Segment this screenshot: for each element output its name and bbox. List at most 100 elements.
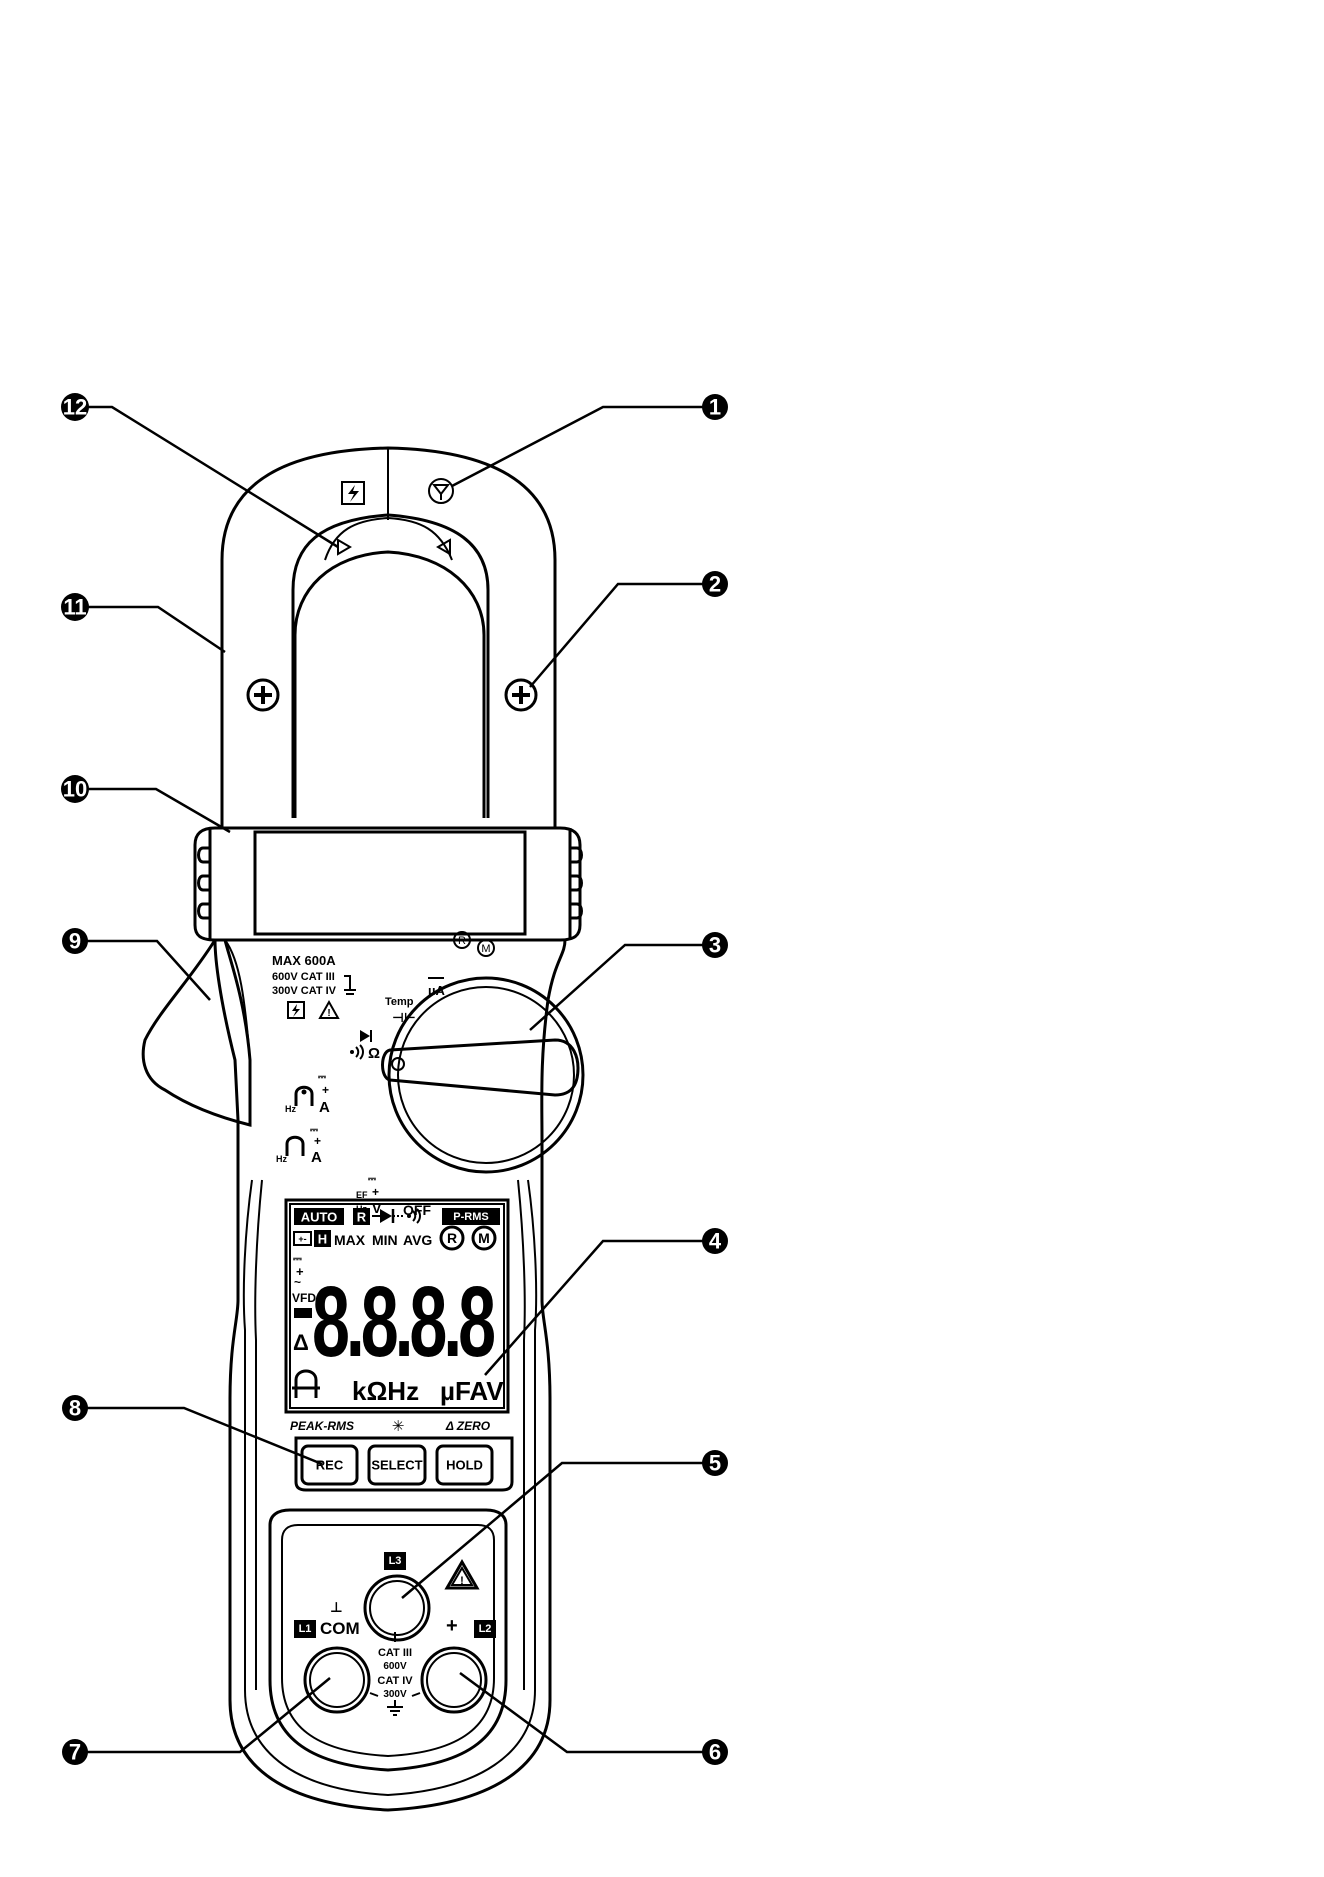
screw-icon <box>248 680 278 710</box>
com-label: COM <box>320 1619 360 1638</box>
callout-11: 11 <box>61 593 89 621</box>
svg-text:+: + <box>372 1185 379 1199</box>
svg-text:6: 6 <box>709 1740 721 1765</box>
cat-line-1: CAT III <box>378 1647 412 1659</box>
svg-text:4: 4 <box>709 1229 722 1254</box>
terminals: L3 ! L1 ⊥ COM + L2 CAT III 600V CAT <box>294 1552 496 1715</box>
dial-temp-label: Temp <box>385 996 414 1008</box>
battery-icon: +- <box>294 1232 311 1245</box>
plus-jack[interactable] <box>422 1648 486 1712</box>
rating-label: MAX 600A 600V CAT III 300V CAT IV ! <box>272 953 356 1019</box>
callout-12: 12 <box>61 393 89 421</box>
cat-line-3: CAT IV <box>377 1675 413 1687</box>
rating-line-3: 300V CAT IV <box>272 985 337 997</box>
lcd-avg: AVG <box>403 1232 432 1248</box>
lcd-digits: 8.8.8.8 <box>312 1266 494 1378</box>
callout-4: 4 <box>702 1228 728 1254</box>
callout-9: 9 <box>62 928 88 954</box>
rec-alt-label: PEAK-RMS <box>290 1419 354 1433</box>
buzzer-icon <box>350 1045 363 1059</box>
dial-a1-label: A <box>319 1099 330 1116</box>
svg-text:1: 1 <box>709 395 721 420</box>
l1-label: L1 <box>299 1623 312 1635</box>
svg-text:R: R <box>458 935 466 947</box>
cat-line-4: 300V <box>383 1689 407 1700</box>
svg-text:+-: +- <box>298 1234 306 1244</box>
callout-8: 8 <box>62 1395 88 1421</box>
plus-label: + <box>446 1615 458 1637</box>
svg-text:5: 5 <box>709 1451 721 1476</box>
rec-button[interactable]: REC <box>302 1446 357 1484</box>
antenna-icon <box>429 479 453 503</box>
backlight-icon: ✳ <box>392 1418 405 1435</box>
svg-text:~: ~ <box>294 1275 301 1289</box>
rating-line-1: MAX 600A <box>272 953 336 968</box>
button-row: PEAK-RMS ✳ Δ ZERO REC SELECT HOLD <box>290 1418 512 1490</box>
lcd-auto: AUTO <box>301 1210 338 1225</box>
rec-button-label: REC <box>316 1458 344 1473</box>
clamp-icon <box>296 1087 312 1106</box>
svg-text:9: 9 <box>69 929 81 954</box>
svg-text:M: M <box>481 943 490 955</box>
svg-text:⎓: ⎓ <box>368 1174 376 1185</box>
l3-jack[interactable] <box>365 1576 429 1640</box>
svg-text:7: 7 <box>69 1740 81 1765</box>
select-button[interactable]: SELECT <box>369 1446 425 1484</box>
l3-label: L3 <box>389 1555 402 1567</box>
svg-text:12: 12 <box>63 395 87 420</box>
lcd-h-icon: H <box>318 1232 327 1247</box>
rating-line-2: 600V CAT III <box>272 971 335 983</box>
svg-text:+: + <box>314 1134 321 1148</box>
svg-text:!: ! <box>460 1575 464 1587</box>
callout-2: 2 <box>702 571 728 597</box>
l2-label: L2 <box>479 1623 492 1635</box>
lcd-minus-sign <box>294 1308 312 1318</box>
hold-button[interactable]: HOLD <box>437 1446 492 1484</box>
jaw-mark-right <box>438 540 450 554</box>
callout-5: 5 <box>702 1450 728 1476</box>
callout-6: 6 <box>702 1739 728 1765</box>
diode-icon <box>360 1030 371 1042</box>
ground-icon <box>387 1700 403 1715</box>
clamp-icon <box>287 1137 303 1156</box>
com-jack[interactable] <box>305 1648 369 1712</box>
select-button-label: SELECT <box>371 1458 422 1473</box>
lcd-units-right: µFAV <box>440 1376 504 1406</box>
jaw-trigger <box>143 940 250 1125</box>
lightning-warning-icon <box>342 482 364 504</box>
svg-text:3: 3 <box>709 933 721 958</box>
hold-button-label: HOLD <box>446 1458 483 1473</box>
lcd-min: MIN <box>372 1232 398 1248</box>
callout-1: 1 <box>702 394 728 420</box>
callout-10: 10 <box>61 775 89 803</box>
com-ground-symbol: ⊥ <box>330 1599 343 1615</box>
jaw-mark-left <box>338 540 350 554</box>
dial-m-mode-icon: M <box>478 940 494 956</box>
hold-alt-label: Δ ZERO <box>445 1419 491 1433</box>
svg-text:R: R <box>447 1230 457 1246</box>
ground-icon <box>344 976 356 994</box>
svg-text:+: + <box>322 1083 329 1097</box>
warning-triangle-icon: ! <box>447 1562 477 1588</box>
lcd-max: MAX <box>334 1232 366 1248</box>
lcd-r-mode-icon: R <box>441 1227 463 1249</box>
dial-a2-label: A <box>311 1149 322 1166</box>
lightning-warning-icon <box>288 1002 304 1018</box>
lcd-prms: P-RMS <box>453 1211 488 1223</box>
svg-text:!: ! <box>327 1008 330 1019</box>
hand-guard <box>195 828 582 940</box>
svg-text:M: M <box>478 1230 490 1246</box>
svg-text:8: 8 <box>69 1396 81 1421</box>
callout-3: 3 <box>702 932 728 958</box>
lcd-display: AUTO R P-RMS +- H MAX MIN AVG R <box>286 1200 508 1412</box>
lcd-r-icon: R <box>357 1210 367 1225</box>
svg-text:2: 2 <box>709 572 721 597</box>
svg-text:10: 10 <box>63 777 87 802</box>
dial-ohm-label: Ω <box>368 1045 380 1062</box>
rotary-switch-knob[interactable] <box>383 1040 579 1095</box>
svg-text:11: 11 <box>63 595 86 620</box>
cat-line-2: 600V <box>383 1661 407 1672</box>
warning-triangle-icon: ! <box>320 1002 338 1019</box>
lcd-delta: Δ <box>293 1330 309 1355</box>
